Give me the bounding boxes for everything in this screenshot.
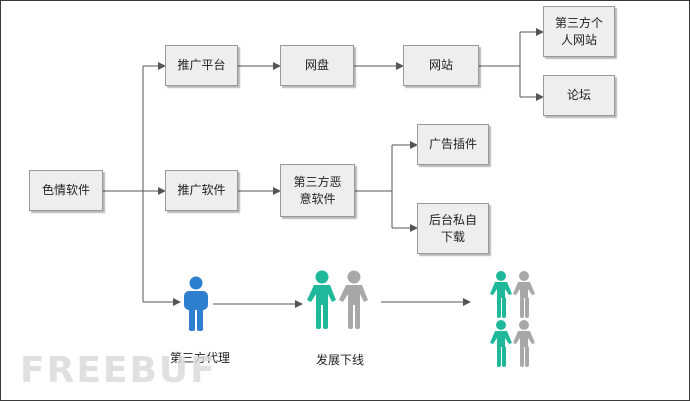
agent-person-icon	[184, 276, 208, 331]
node-forum-label: 论坛	[566, 88, 591, 102]
downline-pair-icon	[490, 271, 535, 318]
node-promo-software: 推广软件	[165, 170, 238, 211]
node-backdoor-download-line1: 后台私自	[428, 212, 477, 227]
node-porn-software: 色情软件	[29, 170, 103, 211]
node-netdisk-label: 网盘	[304, 58, 329, 72]
caption-third-party-agent: 第三方代理	[170, 351, 231, 365]
node-ad-plugin: 广告插件	[417, 124, 489, 165]
node-malware-line2: 意软件	[299, 191, 336, 206]
node-promo-platform-label: 推广平台	[177, 58, 226, 72]
node-personal-site-line1: 第三方个	[554, 15, 603, 30]
downline-pair-icon	[490, 320, 535, 367]
node-ad-plugin-label: 广告插件	[428, 137, 477, 151]
node-personal-site-line2: 人网站	[560, 32, 597, 47]
node-malware-line1: 第三方恶	[293, 174, 342, 189]
node-website-label: 网站	[428, 58, 453, 72]
node-promo-software-label: 推广软件	[177, 183, 226, 197]
node-personal-site: 第三方个 人网站	[543, 6, 615, 57]
node-forum: 论坛	[543, 75, 615, 116]
node-backdoor-download-line2: 下载	[440, 229, 465, 244]
node-backdoor-download: 后台私自 下载	[417, 203, 489, 254]
node-website: 网站	[403, 45, 479, 86]
node-malware: 第三方恶 意软件	[280, 164, 355, 217]
caption-recruit-downline: 发展下线	[316, 353, 365, 367]
watermark-logo: FREEBUF	[20, 350, 217, 391]
node-netdisk: 网盘	[280, 45, 354, 86]
recruit-pair-icon	[307, 270, 368, 329]
node-promo-platform: 推广平台	[165, 45, 238, 86]
node-porn-software-label: 色情软件	[41, 183, 90, 197]
